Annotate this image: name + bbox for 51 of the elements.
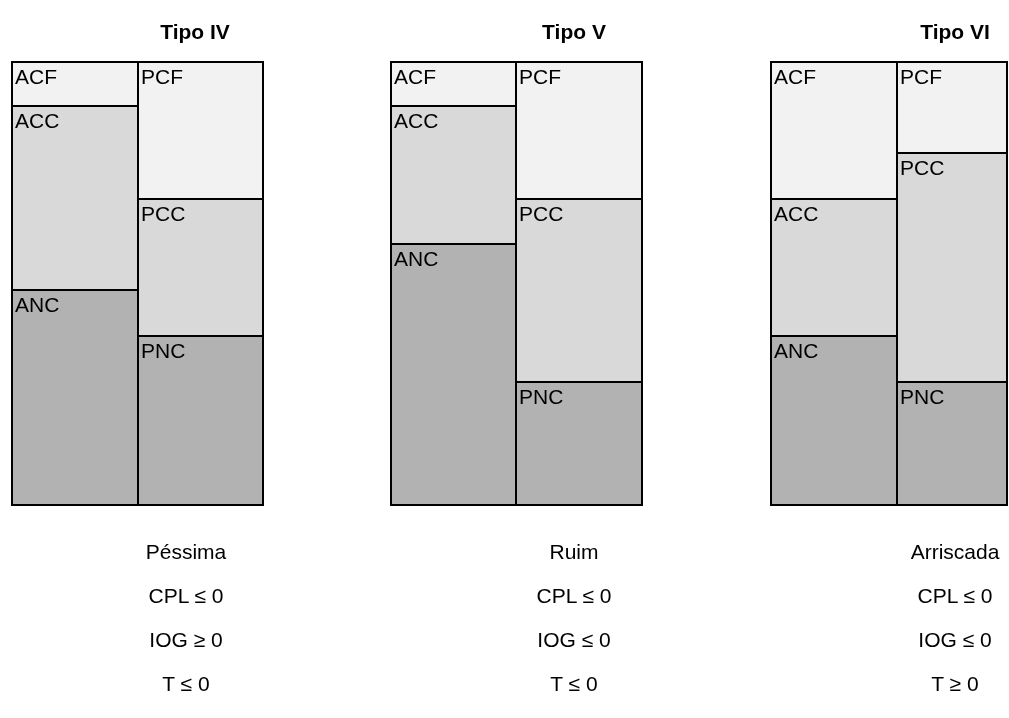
condition-text: T ≤ 0 — [550, 672, 598, 696]
balance-sheet-block — [896, 61, 1008, 154]
condition-text: Arriscada — [910, 540, 1000, 564]
block-label: PCC — [519, 202, 564, 226]
block-label: PCF — [519, 65, 561, 89]
block-label: PNC — [141, 339, 186, 363]
condition-text: T ≤ 0 — [162, 672, 210, 696]
balance-sheet-block — [515, 381, 643, 506]
balance-sheet-block — [137, 61, 264, 200]
balance-sheet-block — [770, 198, 898, 337]
block-label: ACC — [774, 202, 819, 226]
balance-sheet-block — [515, 198, 643, 383]
balance-sheet-block — [770, 61, 898, 200]
condition-text: CPL ≤ 0 — [536, 584, 612, 608]
condition-text: IOG ≤ 0 — [537, 628, 611, 652]
balance-sheet-block — [390, 105, 517, 245]
block-label: PCC — [141, 202, 186, 226]
panel-title: Tipo VI — [920, 20, 990, 44]
panel-title: Tipo V — [542, 20, 606, 44]
block-label: ACF — [394, 65, 436, 89]
balance-sheet-block — [11, 289, 139, 506]
condition-text: IOG ≥ 0 — [149, 628, 223, 652]
block-label: ACF — [15, 65, 57, 89]
block-label: PNC — [519, 385, 564, 409]
panel-title: Tipo IV — [160, 20, 230, 44]
condition-text: CPL ≤ 0 — [917, 584, 993, 608]
balance-sheet-block — [390, 243, 517, 506]
block-label: PNC — [900, 385, 945, 409]
condition-text: Péssima — [145, 540, 227, 564]
balance-sheet-block — [137, 198, 264, 337]
balance-sheet-block — [896, 381, 1008, 506]
block-label: ACC — [15, 109, 60, 133]
balance-sheet-block — [515, 61, 643, 200]
condition-text: CPL ≤ 0 — [148, 584, 224, 608]
block-label: ACC — [394, 109, 439, 133]
block-label: PCF — [900, 65, 942, 89]
balance-sheet-block — [770, 335, 898, 506]
balance-sheet-block — [896, 152, 1008, 383]
block-label: PCC — [900, 156, 945, 180]
block-label: ANC — [394, 247, 439, 271]
block-label: ANC — [15, 293, 60, 317]
condition-text: IOG ≤ 0 — [918, 628, 992, 652]
block-label: PCF — [141, 65, 183, 89]
balance-sheet-block — [11, 105, 139, 291]
balance-sheet-block — [390, 61, 517, 107]
condition-text: T ≥ 0 — [931, 672, 979, 696]
block-label: ACF — [774, 65, 816, 89]
balance-sheet-block — [137, 335, 264, 506]
condition-text: Ruim — [549, 540, 599, 564]
balance-sheet-block — [11, 61, 139, 107]
block-label: ANC — [774, 339, 819, 363]
